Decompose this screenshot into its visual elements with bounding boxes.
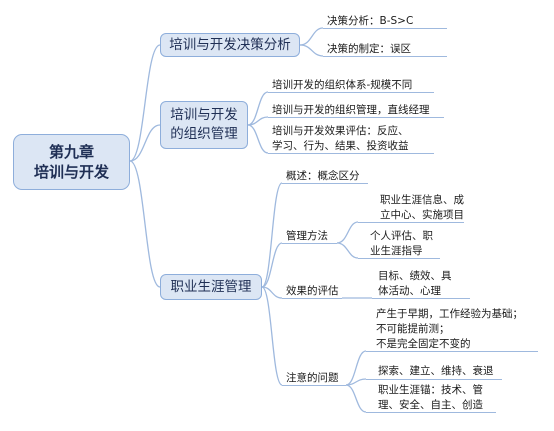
leaf-methods-assess-line1: 个人评估、职	[370, 230, 433, 242]
leaf-eval-line2: 体活动、心理	[378, 285, 441, 297]
leaf-methods-info-line1: 职业生涯信息、成	[380, 194, 464, 206]
branch-decision-analysis-label: 培训与开发决策分析	[169, 36, 291, 53]
root-title-line1: 第九章	[48, 143, 94, 161]
leaf-issues-early-line1: 产生于早期，工作经验为基础；	[376, 308, 523, 320]
leaf-eval-line1: 目标、绩效、具	[378, 270, 452, 282]
node-eval: 效果的评估	[286, 285, 339, 297]
root-topic[interactable]: 第九章 培训与开发	[13, 134, 130, 190]
node-methods: 管理方法	[286, 230, 328, 242]
branch-decision-analysis[interactable]: 培训与开发决策分析	[160, 33, 300, 57]
leaf-issues-early-line3: 不是完全固定不变的	[376, 338, 471, 350]
leaf-issues-stages: 探索、建立、维持、衰退	[378, 365, 494, 377]
node-issues: 注意的问题	[286, 372, 339, 384]
branch-org-label-line1: 培训与开发	[170, 107, 238, 123]
leaf-org-system: 培训开发的组织体系-规模不同	[272, 79, 413, 91]
leaf-issues-anchor-line2: 理、安全、自主、创造	[378, 399, 483, 411]
branch-organization-management[interactable]: 培训与开发 的组织管理	[160, 101, 248, 149]
branch-career-management[interactable]: 职业生涯管理	[160, 274, 262, 300]
node-overview: 概述：概念区分	[286, 170, 360, 182]
leaf-effect-eval-line2: 学习、行为、结果、投资收益	[272, 140, 409, 152]
leaf-methods-assess-line2: 业生涯指导	[370, 245, 423, 257]
leaf-issues-early-line2: 不可能提前测；	[376, 323, 450, 335]
leaf-decision-making: 决策的制定：误区	[327, 43, 411, 55]
root-title-line2: 培训与开发	[33, 163, 109, 181]
branch-org-label-line2: 的组织管理	[170, 126, 238, 142]
leaf-issues-anchor-line1: 职业生涯锚：技术、管	[378, 384, 483, 396]
leaf-org-line-manager: 培训与开发的组织管理，直线经理	[272, 104, 430, 116]
leaf-decision-analysis: 决策分析：B-S>C	[327, 15, 414, 27]
leaf-methods-info-line2: 立中心、实施项目	[380, 209, 464, 221]
leaf-effect-eval-line1: 培训与开发效果评估：反应、	[272, 125, 409, 137]
branch-career-label: 职业生涯管理	[170, 278, 252, 295]
